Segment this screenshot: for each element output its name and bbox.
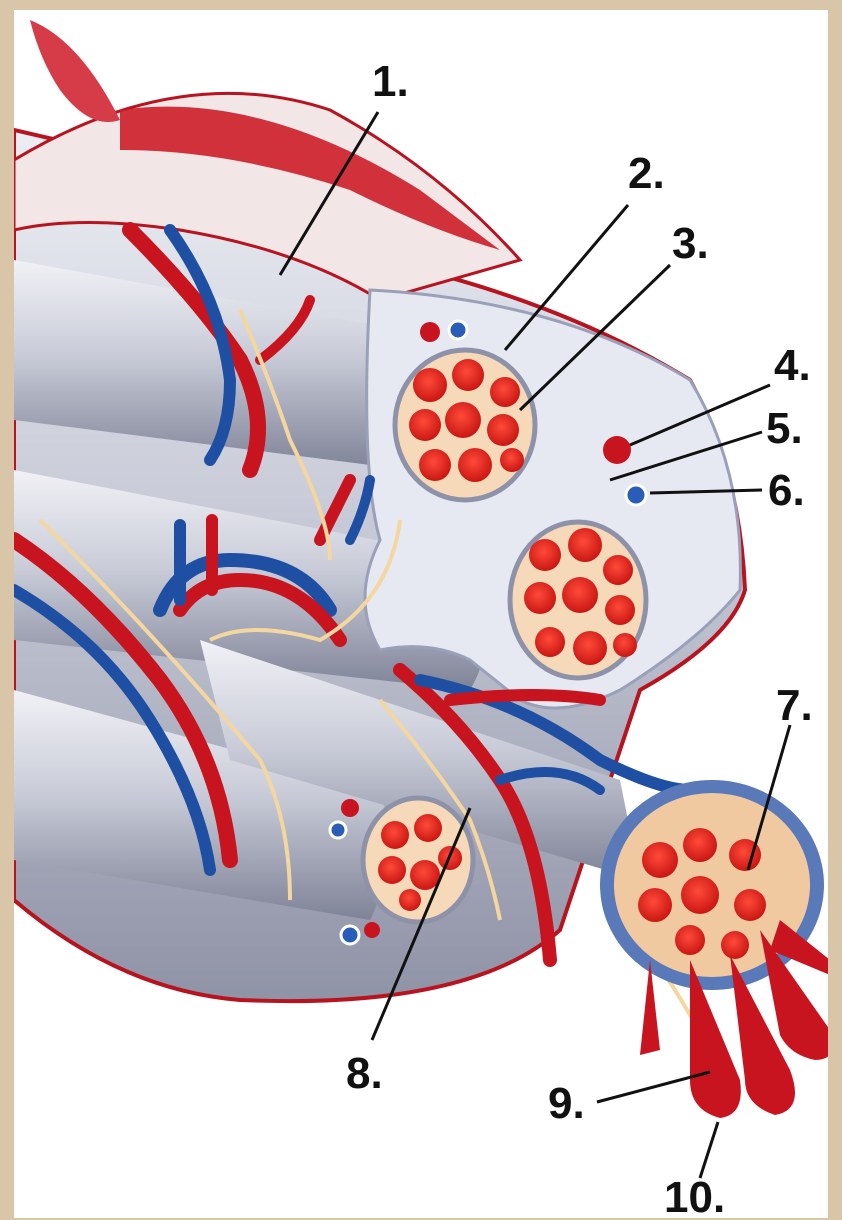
vessel-vein-small (449, 321, 467, 339)
vessel-artery-small-lower (341, 799, 359, 817)
vessel-vein-small-lower (330, 822, 346, 838)
muscle-fibers-upper (409, 359, 524, 482)
label-4: 4. (774, 341, 811, 390)
label-6: 6. (768, 466, 805, 515)
blood-vessel-vein (626, 485, 646, 505)
label-3: 3. (672, 219, 709, 268)
vessel-vein-small-bottom (341, 926, 359, 944)
label-1: 1. (372, 57, 409, 106)
label-2: 2. (628, 149, 665, 198)
label-10: 10. (664, 1173, 725, 1220)
label-7: 7. (776, 681, 813, 730)
label-8: 8. (346, 1049, 383, 1098)
vessel-artery-small (420, 322, 440, 342)
vessel-artery-small-bottom (364, 922, 380, 938)
label-9: 9. (548, 1079, 585, 1128)
blood-vessel-artery (603, 436, 631, 464)
label-5: 5. (766, 404, 803, 453)
